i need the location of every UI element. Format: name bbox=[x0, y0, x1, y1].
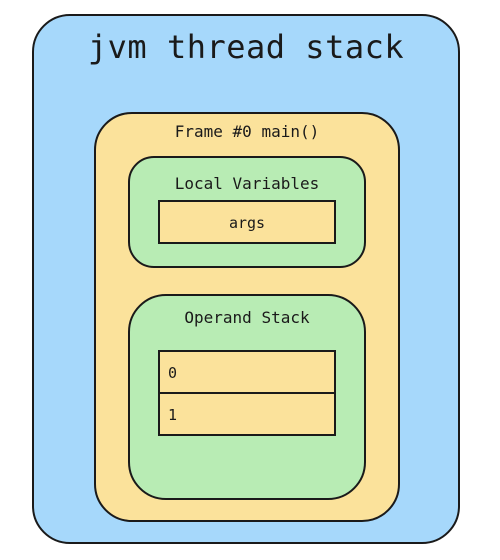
local-variable-label: args bbox=[228, 214, 266, 232]
thread-stack-title: jvm thread stack bbox=[87, 28, 405, 66]
operand-stack-value: 1 bbox=[168, 406, 178, 424]
stack-frame-title: Frame #0 main() bbox=[174, 122, 320, 141]
local-variable-slot: args bbox=[158, 200, 336, 244]
operand-stack-cell: 1 bbox=[158, 392, 336, 436]
operand-stack-title: Operand Stack bbox=[184, 308, 310, 327]
local-variables-title: Local Variables bbox=[174, 174, 320, 193]
operand-stack-value: 0 bbox=[168, 364, 178, 382]
operand-stack-cell: 0 bbox=[158, 350, 336, 394]
